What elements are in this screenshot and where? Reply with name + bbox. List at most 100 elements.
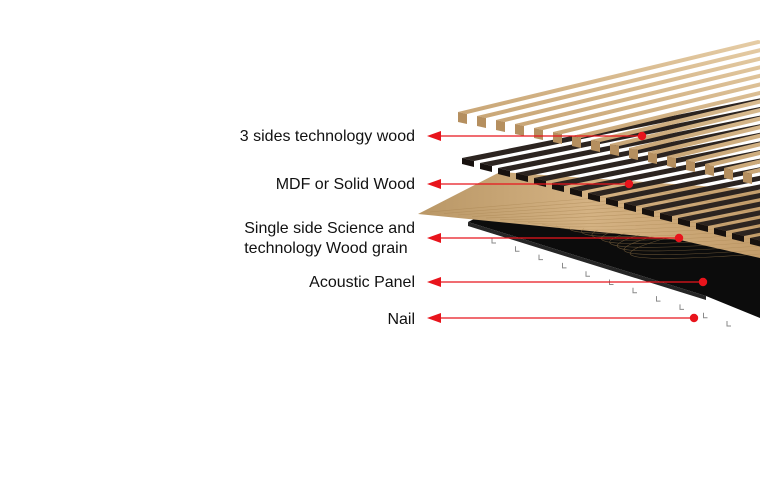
wood-slat-edge [591,140,600,152]
dark-slat [696,210,760,226]
wood-slat [591,99,760,142]
grain-line [623,235,760,255]
top-wood-layer [458,40,760,184]
dark-slat-edge [732,233,744,242]
wood-slat-edge [515,124,524,136]
dark-slat [606,167,760,201]
wood-slat-edge [458,112,467,124]
label-science-technology-wood-grain: Single side Science and technology Wood … [244,219,415,259]
grain-line [591,229,760,241]
nail-icon [703,312,708,319]
dark-slat-edge [480,163,492,172]
dark-slat [642,184,760,211]
wood-slat-edge [743,172,752,184]
dark-slat-edge [642,208,654,217]
wood-slat [553,82,760,134]
wood-slat-edge [534,128,543,140]
dark-slat [660,193,760,216]
grain-line [471,197,760,217]
wood-slat-edge [686,160,695,172]
dark-slat-edge [552,183,564,192]
wood-slat-edge [610,144,619,156]
grain-line [555,221,760,231]
wood-slat [667,133,760,158]
dark-slat-edge [696,223,708,232]
pointer-dot [698,277,708,287]
dark-slat-edge [624,203,636,212]
wood-slat [686,142,760,162]
wood-slat [572,90,760,138]
dark-slat [570,150,760,191]
wood-slat [610,108,760,146]
nail-icon [679,304,684,310]
label-3-sides-technology-wood: 3 sides technology wood [239,128,415,145]
wood-slat-edge [496,120,505,132]
label-nail: Nail [387,311,415,328]
dark-slat [732,227,760,236]
acoustic-panel-layer [468,196,760,318]
wood-slat [705,150,760,166]
pointer-dot [637,131,647,141]
wood-slat [743,167,760,174]
arrow-head-icon [427,313,441,323]
wood-slat [496,56,760,122]
arrow-head-icon [427,233,441,243]
dark-slat-edge [606,198,618,207]
pointer-dot [624,179,634,189]
nail-icon [726,321,731,327]
dark-slat-edge [660,213,672,222]
nail-icon [609,279,614,285]
grain-line [499,205,760,220]
dark-slat-edge [534,178,546,187]
wood-slat-edge [572,136,581,148]
nail-icon [538,254,543,261]
wood-slat [534,73,760,130]
arrow-head-icon [427,179,441,189]
dark-slat-edge [462,158,474,167]
wood-slat-edge [648,152,657,164]
wood-slat-edge [629,148,638,160]
nail-icon [562,262,567,269]
wood-slat-edge [553,132,562,144]
dark-slat [624,175,760,206]
wood-slat [648,125,760,154]
dark-slat-edge [516,173,528,182]
dark-slat [750,236,760,241]
grain-line [630,237,760,259]
dark-slat-edge [750,238,760,247]
dark-slat-edge [588,193,600,202]
label-acoustic-panel: Acoustic Panel [309,274,415,291]
wood-slat [458,40,760,114]
grain-line [443,189,760,214]
dark-slat-edge [570,188,582,197]
callout-pointers [427,131,708,323]
label-line-2: technology Wood grain [244,240,408,257]
grain-line [527,213,760,225]
nail-icon [656,296,661,302]
arrow-head-icon [427,131,441,141]
arrow-head-icon [427,277,441,287]
wood-slat-edge [705,164,714,176]
wood-slat [724,159,760,170]
label-mdf-or-solid-wood: MDF or Solid Wood [275,176,415,193]
grain-line [600,231,760,244]
wood-slat [477,48,760,118]
pointer-dot [689,313,699,323]
wood-slat [629,116,760,150]
nail-icon [632,287,637,294]
label-line-1: Single side Science and [244,220,415,237]
dark-slat-edge [678,218,690,227]
nail-icon [515,246,520,252]
wood-slat-edge [724,168,733,180]
nail-layer [491,238,731,327]
dark-slat-edge [714,228,726,237]
dark-slat [534,132,760,181]
grain-line [617,234,760,252]
wood-slat [515,65,760,126]
nail-icon [491,238,496,244]
dark-slat [678,201,760,221]
dark-slat [714,218,760,231]
nail-icon [585,271,590,277]
dark-slat-edge [498,168,510,177]
